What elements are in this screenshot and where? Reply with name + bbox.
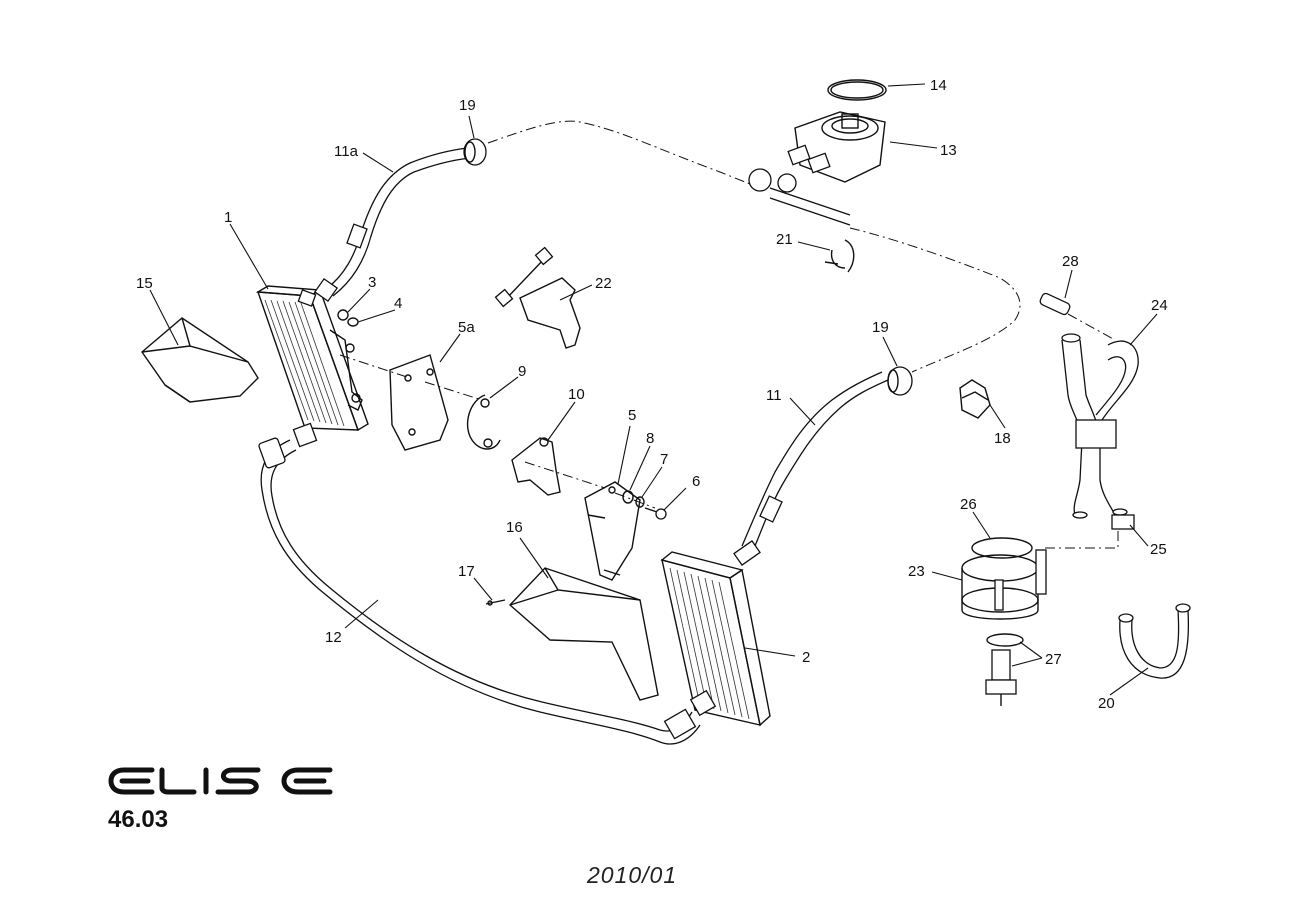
bolt-6 <box>644 507 667 520</box>
callout-20: 20 <box>1098 695 1115 712</box>
callout-5: 5 <box>628 407 636 424</box>
washer-4 <box>347 317 359 327</box>
callout-15: 15 <box>136 275 153 292</box>
washer-7 <box>635 496 645 508</box>
oil-cooler-right <box>660 551 771 727</box>
o-ring-14-inner <box>830 81 884 99</box>
revision-date: 2010/01 <box>587 862 678 888</box>
callout-11: 11 <box>766 387 782 404</box>
callout-6: 6 <box>692 473 700 490</box>
callout-4: 4 <box>394 295 402 312</box>
y-hose-24 <box>1061 333 1139 519</box>
clip-25 <box>1111 514 1135 530</box>
air-shroud-16 <box>508 567 659 701</box>
bracket-22 <box>494 246 581 349</box>
grommet-19-upper <box>463 138 487 166</box>
nut-3 <box>337 309 349 321</box>
callout-5a: 5a <box>458 319 475 336</box>
hose-12 <box>258 422 717 745</box>
callout-7: 7 <box>660 451 668 468</box>
bracket-5 <box>584 481 641 581</box>
page-reference: 46.03 <box>108 806 169 833</box>
callout-24: 24 <box>1151 297 1168 314</box>
screw-17 <box>485 599 506 606</box>
pipe-20 <box>1118 603 1191 679</box>
callout-11a: 11a <box>334 143 359 160</box>
callout-1: 1 <box>224 209 232 226</box>
routing-line-bracket <box>339 354 483 401</box>
oil-filter-adapter-13 <box>748 111 886 226</box>
oil-cooler-23 <box>961 549 1047 620</box>
insert-28 <box>1039 292 1071 316</box>
routing-line-28 <box>1067 313 1116 341</box>
o-ring-14 <box>827 79 887 101</box>
washer-8 <box>622 490 634 504</box>
callout-8: 8 <box>646 430 654 447</box>
clamp-9 <box>467 394 501 450</box>
callout-25: 25 <box>1150 541 1167 558</box>
callout-9: 9 <box>518 363 526 380</box>
callout-27: 27 <box>1045 651 1062 668</box>
union-27 <box>985 633 1024 706</box>
elise-logo <box>108 767 333 795</box>
hose-clip-21 <box>824 239 855 273</box>
leader-lines <box>149 83 1158 696</box>
routing-line-mid <box>524 461 656 509</box>
callout-21: 21 <box>776 231 793 248</box>
bracket-5a <box>389 354 449 451</box>
callout-19-lower: 19 <box>872 319 889 336</box>
routing-line-upper <box>487 120 761 189</box>
callout-19-upper: 19 <box>459 97 476 114</box>
o-ring-26 <box>971 537 1033 559</box>
callout-22: 22 <box>595 275 612 292</box>
callout-17: 17 <box>458 563 475 580</box>
callout-10: 10 <box>568 386 585 403</box>
callout-3: 3 <box>368 274 376 291</box>
grommet-19-lower <box>887 366 913 396</box>
routing-line-right <box>849 227 1021 373</box>
callout-28: 28 <box>1062 253 1079 270</box>
callout-18: 18 <box>994 430 1011 447</box>
callout-16: 16 <box>506 519 523 536</box>
hose-11 <box>733 371 889 566</box>
callout-26: 26 <box>960 496 977 513</box>
callout-14: 14 <box>930 77 947 94</box>
clip-18 <box>959 379 991 419</box>
hose-11a <box>297 147 471 307</box>
callout-2: 2 <box>802 649 810 666</box>
callout-13: 13 <box>940 142 957 159</box>
bracket-10 <box>511 437 561 496</box>
callout-23: 23 <box>908 563 925 580</box>
routing-line-cooler <box>1045 530 1119 549</box>
callout-12: 12 <box>325 629 342 646</box>
air-shroud-15 <box>141 317 259 403</box>
